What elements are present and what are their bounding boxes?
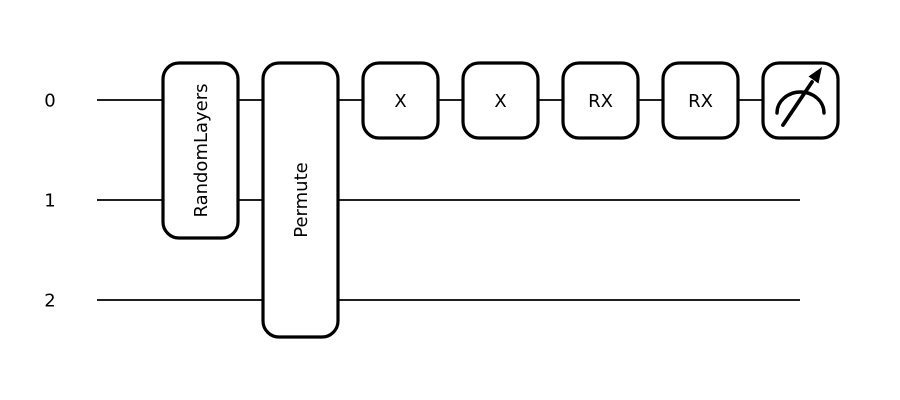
gate-permute-box xyxy=(261,61,340,339)
gate-x2-box xyxy=(461,61,540,140)
wire-label-2: 2 xyxy=(44,290,55,311)
gate-permute-label: Permute xyxy=(291,162,312,237)
measure-gauge-icon xyxy=(775,67,826,127)
wire-label-0: 0 xyxy=(44,90,55,111)
gate-randomlayers-box xyxy=(161,61,240,240)
measure-gauge-arrowhead xyxy=(808,67,822,84)
gate-rx2-label: RX xyxy=(688,91,713,112)
gate-x2-label: X xyxy=(494,91,506,112)
gate-randomlayers-label: RandomLayers xyxy=(191,83,212,217)
gate-rx2-box xyxy=(661,61,740,140)
gate-x1-box xyxy=(361,61,440,140)
gate-rx1-label: RX xyxy=(588,91,613,112)
wire-label-1: 1 xyxy=(44,190,55,211)
measure-gauge-arc xyxy=(775,90,826,115)
gate-rx1-box xyxy=(561,61,640,140)
measure-gauge-needle xyxy=(781,80,814,127)
gate-x1-label: X xyxy=(394,91,406,112)
